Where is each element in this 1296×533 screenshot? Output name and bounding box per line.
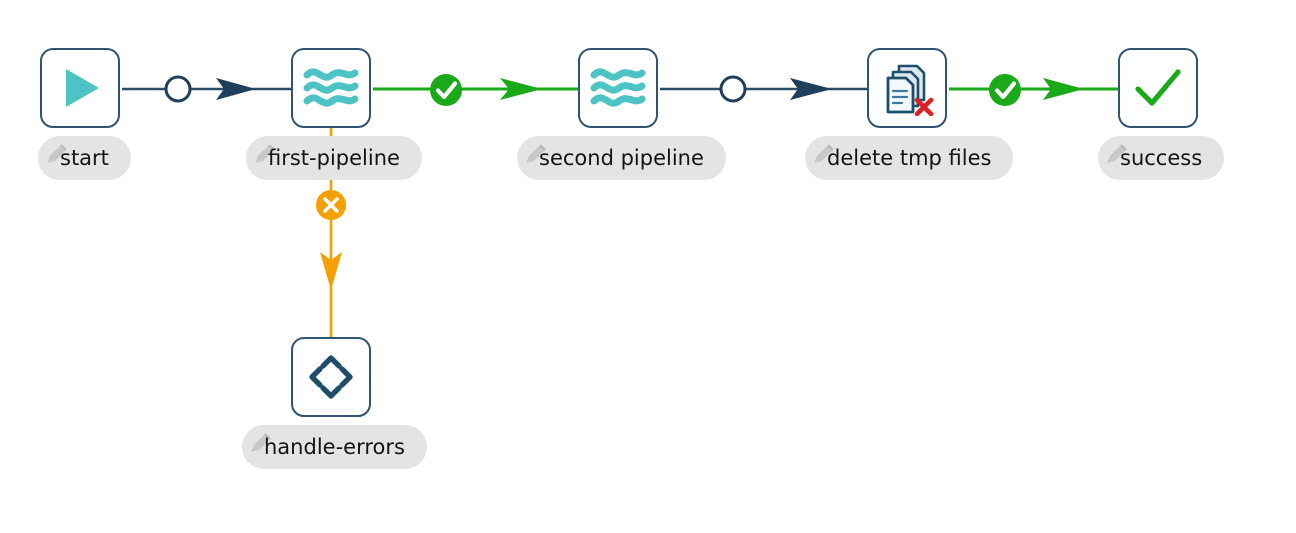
delete-documents-icon [879,60,935,116]
edge-first-pipeline-to-second-pipeline[interactable] [373,74,578,106]
label-text: success [1120,146,1203,170]
node-delete-tmp-files[interactable] [867,48,947,128]
retry-arrows-icon [302,348,360,406]
label-text: first-pipeline [268,146,400,170]
node-success[interactable] [1118,48,1198,128]
success-check-badge [989,74,1021,106]
node-first-pipeline[interactable] [291,48,371,128]
node-handle-errors[interactable] [291,337,371,417]
label-text: handle-errors [264,435,405,459]
edge-second-pipeline-to-delete-tmp-files[interactable] [660,75,867,103]
label-delete-tmp-files[interactable]: delete tmp files [805,136,1014,180]
pipeline-waves-icon [589,61,647,115]
label-success[interactable]: success [1098,136,1225,180]
success-check-badge [430,74,462,106]
node-second-pipeline[interactable] [578,48,658,128]
label-text: second pipeline [539,146,704,170]
label-second-pipeline[interactable]: second pipeline [517,136,726,180]
label-text: delete tmp files [827,146,992,170]
pipeline-waves-icon [302,61,360,115]
edge-delete-tmp-files-to-success[interactable] [949,74,1118,106]
error-x-badge [316,190,346,220]
edge-start-to-first-pipeline[interactable] [122,75,291,103]
label-text: start [60,146,109,170]
play-triangle-icon [53,61,107,115]
label-start[interactable]: start [38,136,131,180]
check-mark-icon [1130,60,1186,116]
label-handle-errors[interactable]: handle-errors [242,425,427,469]
label-first-pipeline[interactable]: first-pipeline [246,136,422,180]
node-start[interactable] [40,48,120,128]
